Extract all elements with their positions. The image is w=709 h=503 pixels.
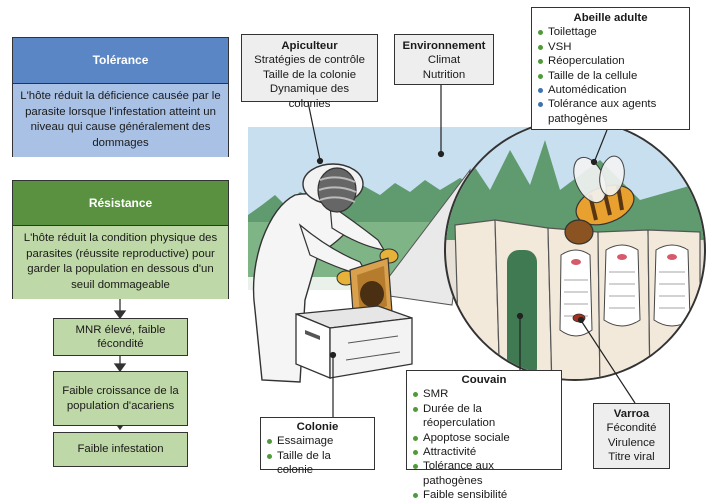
tolerance-title: Tolérance [92, 53, 149, 67]
bullet-green-icon [538, 30, 543, 36]
adult-bee-title: Abeille adulte [573, 12, 648, 24]
bullet-green-icon [413, 450, 418, 456]
tolerance-header: Tolérance [13, 38, 228, 84]
adult-bee-label-box: Abeille adulte Toilettage VSH Réopercula… [531, 7, 690, 130]
environment-title: Environnement [402, 40, 486, 52]
adult-bee-list: Toilettage VSH Réoperculation Taille de … [538, 25, 683, 126]
chain-text-1: MNR élevé, faible fécondité [75, 323, 166, 350]
bullet-green-icon [267, 453, 272, 459]
varroa-title: Varroa [613, 408, 650, 420]
adult-bee-item: Réoperculation [538, 54, 683, 68]
tolerance-text: L'hôte réduit la déficience causée par l… [13, 84, 228, 157]
resistance-header: Résistance [13, 181, 228, 226]
brood-list: SMR Durée de la réoperculation Apoptose … [413, 387, 555, 502]
environment-label-box: Environnement Climat Nutrition [394, 34, 494, 85]
beekeeper-title: Apiculteur [281, 40, 338, 52]
colony-label-box: Colonie Essaimage Taille de la colonie [260, 417, 375, 476]
varroa-line-3: Titre viral [608, 451, 655, 464]
bullet-green-icon [413, 493, 418, 499]
brood-item: SMR [413, 387, 555, 401]
colony-list: Essaimage Taille de la colonie [267, 434, 368, 477]
bullet-green-icon [538, 44, 543, 50]
bullet-green-icon [538, 73, 543, 79]
varroa-label-box: Varroa Fécondité Virulence Titre viral [593, 403, 670, 469]
brood-item: Tolérance aux pathogènes [413, 459, 555, 488]
adult-bee-item: Automédication [538, 83, 683, 97]
bullet-green-icon [413, 392, 418, 398]
beekeeper-figure [252, 163, 399, 383]
brood-item: Durée de la réoperculation [413, 402, 555, 431]
chain-box-3: Faible infestation [53, 432, 188, 467]
adult-bee-item: Toilettage [538, 25, 683, 39]
chain-text-2: Faible croissance de la population d'aca… [62, 385, 179, 412]
chain-text-3: Faible infestation [77, 443, 164, 456]
beehive-box [295, 305, 413, 379]
environment-line-1: Climat [427, 54, 461, 67]
bullet-green-icon [538, 59, 543, 65]
resistance-text: L'hôte réduit la condition physique des … [13, 226, 228, 299]
colony-item: Essaimage [267, 434, 368, 448]
varroa-line-1: Fécondité [606, 422, 657, 435]
beekeeper-label-box: Apiculteur Stratégies de contrôle Taille… [241, 34, 378, 110]
bullet-green-icon [267, 439, 272, 445]
adult-bee-item: VSH [538, 40, 683, 54]
adult-bee-icon [564, 155, 635, 245]
colony-title: Colonie [296, 421, 339, 433]
bullet-green-icon [413, 435, 418, 441]
beekeeping-illustration [113, 84, 706, 431]
adult-bee-item: Tolérance aux agents pathogènes [538, 97, 683, 126]
brood-item: Attractivité [413, 445, 555, 459]
varroa-line-2: Virulence [607, 436, 656, 449]
beekeeper-line-3: Dynamique des colonies [269, 83, 350, 110]
bullet-green-icon [413, 464, 418, 470]
tolerance-box: Tolérance L'hôte réduit la déficience ca… [12, 37, 229, 157]
environment-line-2: Nutrition [422, 68, 466, 81]
brood-title: Couvain [461, 374, 507, 386]
brood-label-box: Couvain SMR Durée de la réoperculation A… [406, 370, 562, 501]
bullet-blue-icon [538, 102, 543, 108]
chain-box-2: Faible croissance de la population d'aca… [53, 371, 188, 426]
brood-item: Faible sensibilité [413, 488, 555, 502]
bullet-green-icon [413, 406, 418, 412]
resistance-title: Résistance [88, 196, 153, 210]
adult-bee-item: Taille de la cellule [538, 69, 683, 83]
colony-item: Taille de la colonie [267, 449, 368, 478]
chain-box-1: MNR élevé, faible fécondité [53, 318, 188, 356]
beekeeper-line-1: Stratégies de contrôle [254, 54, 365, 67]
bullet-blue-icon [538, 88, 543, 94]
resistance-box: Résistance L'hôte réduit la condition ph… [12, 180, 229, 299]
beekeeper-line-2: Taille de la colonie [262, 68, 357, 81]
magnified-brood-circle [444, 119, 706, 381]
brood-item: Apoptose sociale [413, 431, 555, 445]
connector-lines [307, 84, 636, 417]
